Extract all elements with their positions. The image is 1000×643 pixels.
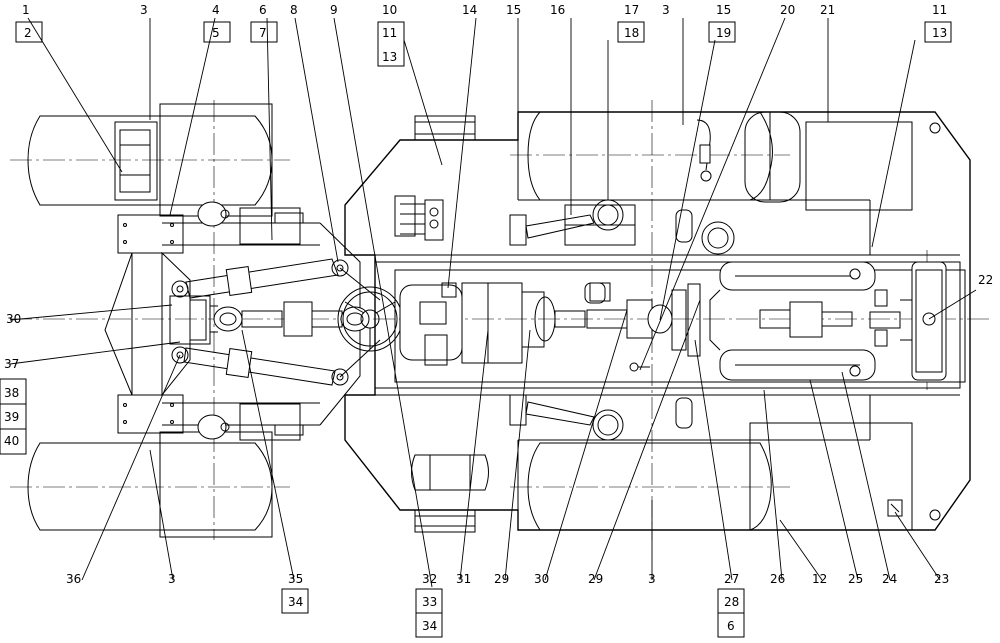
label-8: 8	[290, 3, 298, 17]
label-13-right: 13	[932, 26, 947, 40]
label-14: 14	[462, 3, 477, 17]
steering-linkage	[171, 222, 381, 426]
control-pedals	[394, 195, 444, 241]
label-40: 40	[4, 434, 19, 448]
front-wheel-bottom	[27, 431, 273, 538]
label-3-top-right: 3	[662, 3, 670, 17]
front-wheel-top	[27, 103, 273, 217]
label-37: 37	[4, 357, 19, 371]
label-11-right: 11	[932, 3, 947, 17]
gear-levers	[509, 119, 735, 441]
rear-wheel-top	[527, 111, 913, 211]
engine-block	[399, 282, 701, 366]
leader-lines	[9, 17, 977, 588]
label-35: 35	[288, 572, 303, 586]
callout-labels: 1 2 3 4 5 6 7 8 9 10 11 13 14 15 16 17 1…	[4, 3, 993, 633]
label-15-right: 15	[716, 3, 731, 17]
label-16: 16	[550, 3, 565, 17]
label-9: 9	[330, 3, 338, 17]
label-19: 19	[716, 26, 731, 40]
label-34-bottom: 34	[422, 619, 437, 633]
label-29-right: 29	[588, 572, 603, 586]
label-33: 33	[422, 595, 437, 609]
fan-pulley	[900, 261, 947, 381]
label-22: 22	[978, 273, 993, 287]
label-20: 20	[780, 3, 795, 17]
label-boxes	[0, 21, 952, 638]
front-driveshaft	[169, 295, 370, 345]
label-25: 25	[848, 572, 863, 586]
label-10: 10	[382, 3, 397, 17]
label-27: 27	[724, 572, 739, 586]
label-23: 23	[934, 572, 949, 586]
label-31: 31	[456, 572, 471, 586]
label-18: 18	[624, 26, 639, 40]
label-15: 15	[506, 3, 521, 17]
label-1: 1	[22, 3, 30, 17]
label-21: 21	[820, 3, 835, 17]
radiator-assembly	[709, 261, 901, 381]
label-36: 36	[66, 572, 81, 586]
label-7: 7	[259, 26, 267, 40]
label-11: 11	[382, 26, 397, 40]
label-2: 2	[24, 26, 32, 40]
label-3-bottom-right: 3	[648, 572, 656, 586]
label-38: 38	[4, 386, 19, 400]
centerlines	[10, 100, 990, 540]
misc-parts	[441, 282, 903, 517]
label-30-left: 30	[6, 312, 21, 326]
label-3: 3	[140, 3, 148, 17]
steering-wheel	[337, 286, 403, 352]
label-6: 6	[259, 3, 267, 17]
label-26: 26	[770, 572, 785, 586]
label-34: 34	[288, 595, 303, 609]
label-32: 32	[422, 572, 437, 586]
label-3-bottom-left: 3	[168, 572, 176, 586]
label-39: 39	[4, 410, 19, 424]
label-29: 29	[494, 572, 509, 586]
label-12: 12	[812, 572, 827, 586]
label-6-bottom: 6	[727, 619, 735, 633]
rear-wheel-bottom	[527, 422, 913, 531]
front-axle-frame	[104, 201, 320, 441]
label-30-bottom: 30	[534, 572, 549, 586]
label-17: 17	[624, 3, 639, 17]
label-24: 24	[882, 572, 897, 586]
label-4: 4	[212, 3, 220, 17]
label-13: 13	[382, 50, 397, 64]
label-28: 28	[724, 595, 739, 609]
label-5: 5	[212, 26, 220, 40]
